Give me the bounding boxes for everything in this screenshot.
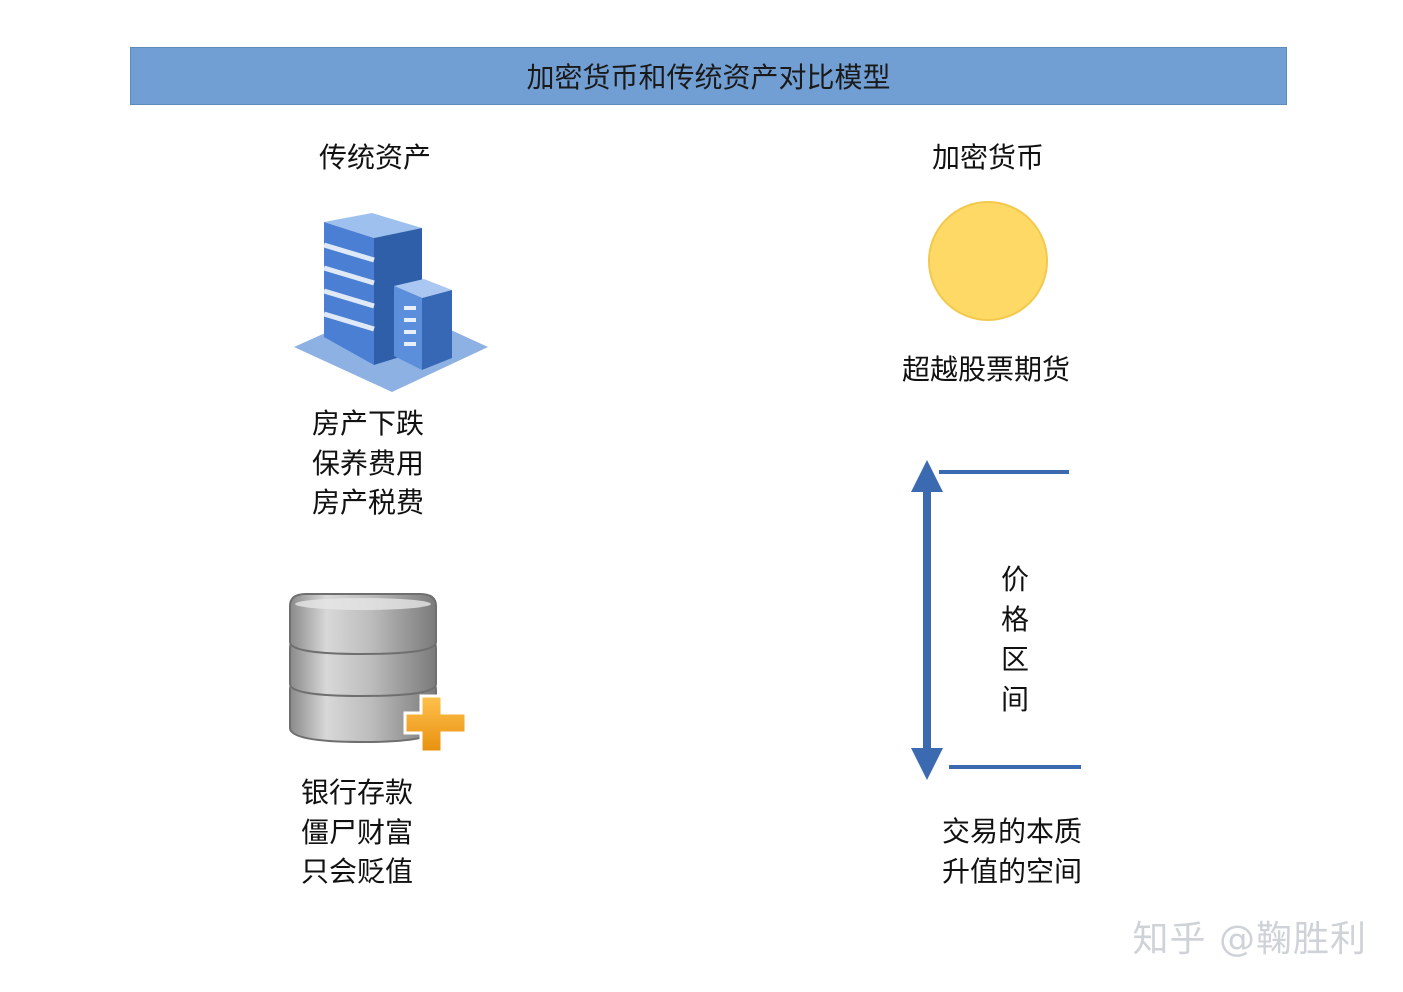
coin-icon [928, 201, 1048, 321]
price-range-char: 间 [1000, 683, 1029, 716]
note-line: 交易的本质 [942, 815, 1083, 848]
crypto-caption: 超越股票期货 [902, 353, 1071, 386]
note-line: 银行存款 [301, 776, 414, 809]
note-line: 房产下跌 [312, 407, 425, 440]
watermark: 知乎 @鞠胜利 [1132, 919, 1367, 960]
price-range-char: 价 [1000, 563, 1029, 596]
page-title: 加密货币和传统资产对比模型 [130, 47, 1287, 105]
database-plus-icon [289, 593, 468, 754]
traditional-heading: 传统资产 [319, 141, 432, 174]
crypto-bottom-notes: 交易的本质 升值的空间 [942, 812, 1082, 891]
note-line: 保养费用 [312, 446, 425, 480]
double-arrow-icon [911, 460, 1081, 780]
price-range-label: 价 格 区 间 [995, 560, 1035, 720]
note-line: 升值的空间 [942, 854, 1083, 888]
note-line: 房产税费 [312, 486, 425, 519]
building-icon [294, 213, 488, 392]
crypto-heading: 加密货币 [932, 141, 1045, 174]
deposit-notes: 银行存款 僵尸财富 只会贬值 [301, 773, 413, 892]
price-range-char: 区 [1000, 643, 1029, 676]
note-line: 僵尸财富 [301, 815, 414, 849]
price-range-char: 格 [1000, 603, 1029, 636]
real-estate-notes: 房产下跌 保养费用 房产税费 [312, 404, 424, 523]
note-line: 只会贬值 [301, 855, 414, 888]
